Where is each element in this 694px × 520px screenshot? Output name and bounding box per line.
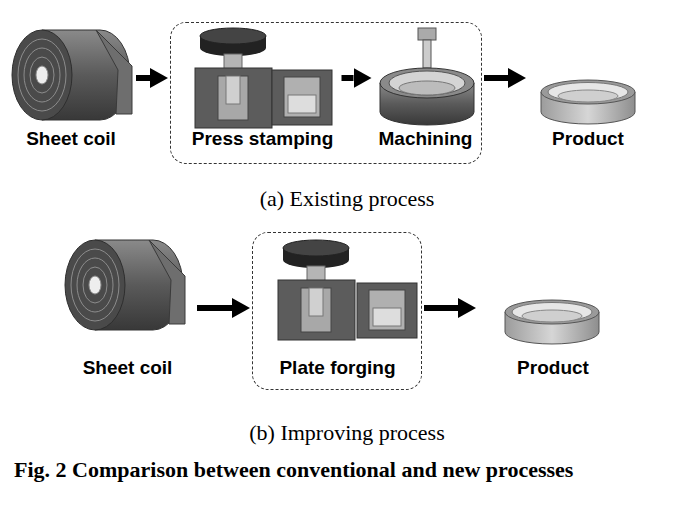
process-group: Plate forging xyxy=(252,232,422,390)
stage-label: Press stamping xyxy=(192,128,334,150)
stage-label: Sheet coil xyxy=(26,128,116,150)
die-drawing xyxy=(278,240,355,340)
process-arrow xyxy=(197,305,232,311)
die-drawing xyxy=(272,70,332,125)
process-stage: Press stamping xyxy=(186,25,340,150)
process-arrow xyxy=(424,305,458,311)
process-arrow xyxy=(484,75,508,81)
subfigure-caption: (a) Existing process xyxy=(260,186,435,212)
stage-label: Sheet coil xyxy=(83,357,173,379)
stage-label: Plate forging xyxy=(279,357,395,379)
stage-label: Product xyxy=(552,128,624,150)
process-stage: Product xyxy=(528,25,648,150)
coil-drawing xyxy=(65,240,185,330)
product-drawing xyxy=(541,80,635,124)
stage-label: Machining xyxy=(379,128,473,150)
figure-caption: Fig. 2 Comparison between conventional a… xyxy=(14,455,686,485)
process-group: Press stamping Machining xyxy=(170,22,482,164)
stage-label: Product xyxy=(517,357,589,379)
process-stage: Machining xyxy=(374,25,478,150)
process-stage: Sheet coil xyxy=(60,236,195,379)
product-drawing xyxy=(505,300,599,344)
process-arrow xyxy=(136,75,150,81)
process-arrow xyxy=(342,75,354,81)
subfigure-caption: (b) Improving process xyxy=(249,420,445,446)
die-drawing xyxy=(357,283,417,338)
coil-drawing xyxy=(12,30,132,120)
process-stage: Sheet coil xyxy=(8,25,134,150)
machining-drawing xyxy=(380,28,474,125)
die-drawing xyxy=(195,28,272,128)
process-stage: Product xyxy=(478,236,628,379)
process-stage: Plate forging xyxy=(262,236,414,379)
